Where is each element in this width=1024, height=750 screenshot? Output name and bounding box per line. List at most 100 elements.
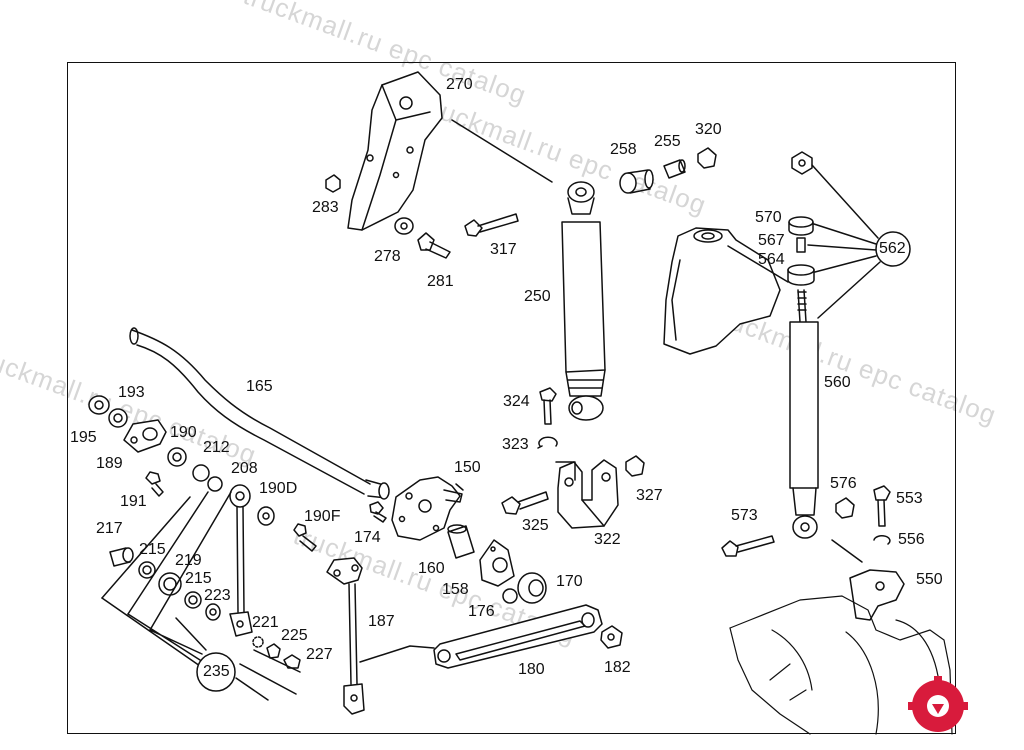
label-281: 281 <box>427 273 454 290</box>
label-190: 190 <box>170 424 197 441</box>
label-219: 219 <box>175 552 202 569</box>
sleeve-255 <box>663 159 686 179</box>
link-rod-187 <box>326 557 365 715</box>
plate-158 <box>479 539 515 587</box>
label-215b: 215 <box>185 570 212 587</box>
label-217: 217 <box>96 520 123 537</box>
shock-absorber-560 <box>789 289 819 539</box>
washer-193 <box>108 408 128 428</box>
label-553: 553 <box>896 490 923 507</box>
label-570: 570 <box>755 209 782 226</box>
label-320: 320 <box>695 121 722 138</box>
label-158: 158 <box>442 581 469 598</box>
callout-circle-562 <box>875 231 911 267</box>
nut-283 <box>325 174 341 193</box>
label-225: 225 <box>281 627 308 644</box>
label-190F: 190F <box>304 508 341 525</box>
bolt-191 <box>145 471 164 497</box>
label-562: 562 <box>879 240 906 257</box>
truckmallparts-logo <box>908 676 968 732</box>
washer-223 <box>205 603 221 621</box>
stabilizer-bar-165 <box>129 327 390 500</box>
bolt-553 <box>873 485 891 527</box>
link-arm-180 <box>433 604 603 669</box>
label-564: 564 <box>758 251 785 268</box>
diagram-frame <box>67 62 956 734</box>
label-325: 325 <box>522 517 549 534</box>
washer-215 <box>138 561 156 579</box>
label-278: 278 <box>374 248 401 265</box>
clip-556 <box>873 535 891 545</box>
label-215: 215 <box>139 541 166 558</box>
bushing-160 <box>447 524 475 559</box>
label-190D: 190D <box>259 480 298 497</box>
label-567: 567 <box>758 232 785 249</box>
bolt-324 <box>539 387 557 425</box>
bracket-270 <box>347 71 443 231</box>
bracket-550 <box>849 569 905 621</box>
label-160: 160 <box>418 560 445 577</box>
label-182: 182 <box>604 659 631 676</box>
label-255: 255 <box>654 133 681 150</box>
label-322: 322 <box>594 531 621 548</box>
sleeve-567 <box>796 237 806 253</box>
label-212: 212 <box>203 439 230 456</box>
clamp-189 <box>123 419 167 453</box>
bushing-564 <box>787 264 815 286</box>
nut-327 <box>625 455 645 477</box>
callout-circle-235 <box>196 652 236 692</box>
label-187: 187 <box>368 613 395 630</box>
bolt-190F <box>293 523 317 552</box>
label-176: 176 <box>468 603 495 620</box>
bracket-322 <box>557 459 619 529</box>
label-150: 150 <box>454 459 481 476</box>
label-550: 550 <box>916 571 943 588</box>
bushing-190 <box>167 447 187 467</box>
washer-190D <box>257 506 275 526</box>
label-323: 323 <box>502 436 529 453</box>
label-270: 270 <box>446 76 473 93</box>
bolt-325 <box>501 491 549 515</box>
shock-absorber-250 <box>561 181 606 421</box>
label-327: 327 <box>636 487 663 504</box>
bushing-570 <box>788 216 814 236</box>
washer-278 <box>394 217 414 235</box>
label-556: 556 <box>898 531 925 548</box>
link-rod-208 <box>229 484 253 637</box>
label-560: 560 <box>824 374 851 391</box>
label-235: 235 <box>203 663 230 680</box>
plate-150 <box>391 476 463 541</box>
label-227: 227 <box>306 646 333 663</box>
label-174: 174 <box>354 529 381 546</box>
label-258: 258 <box>610 141 637 158</box>
bolt-174 <box>369 501 387 523</box>
label-180: 180 <box>518 661 545 678</box>
nut-320 <box>697 147 717 169</box>
label-573: 573 <box>731 507 758 524</box>
washer-195 <box>88 395 110 415</box>
label-283: 283 <box>312 199 339 216</box>
bolt-281 <box>417 232 451 259</box>
label-221: 221 <box>252 614 279 631</box>
nut-225 <box>266 643 281 659</box>
bolt-573 <box>721 535 775 557</box>
circlip-323 <box>538 436 558 447</box>
bushing-217 <box>109 547 134 567</box>
label-170: 170 <box>556 573 583 590</box>
washer-176 <box>502 588 518 604</box>
lock-washer-221 <box>252 636 264 648</box>
label-193: 193 <box>118 384 145 401</box>
nut-182 <box>600 625 623 649</box>
label-317: 317 <box>490 241 517 258</box>
bushing-170 <box>517 572 547 604</box>
label-195: 195 <box>70 429 97 446</box>
bolt-317 <box>464 213 519 237</box>
washer-215b <box>184 591 202 609</box>
label-191: 191 <box>120 493 147 510</box>
label-250: 250 <box>524 288 551 305</box>
bushing-258 <box>619 169 654 194</box>
label-189: 189 <box>96 455 123 472</box>
label-324: 324 <box>503 393 530 410</box>
label-223: 223 <box>204 587 231 604</box>
label-576: 576 <box>830 475 857 492</box>
